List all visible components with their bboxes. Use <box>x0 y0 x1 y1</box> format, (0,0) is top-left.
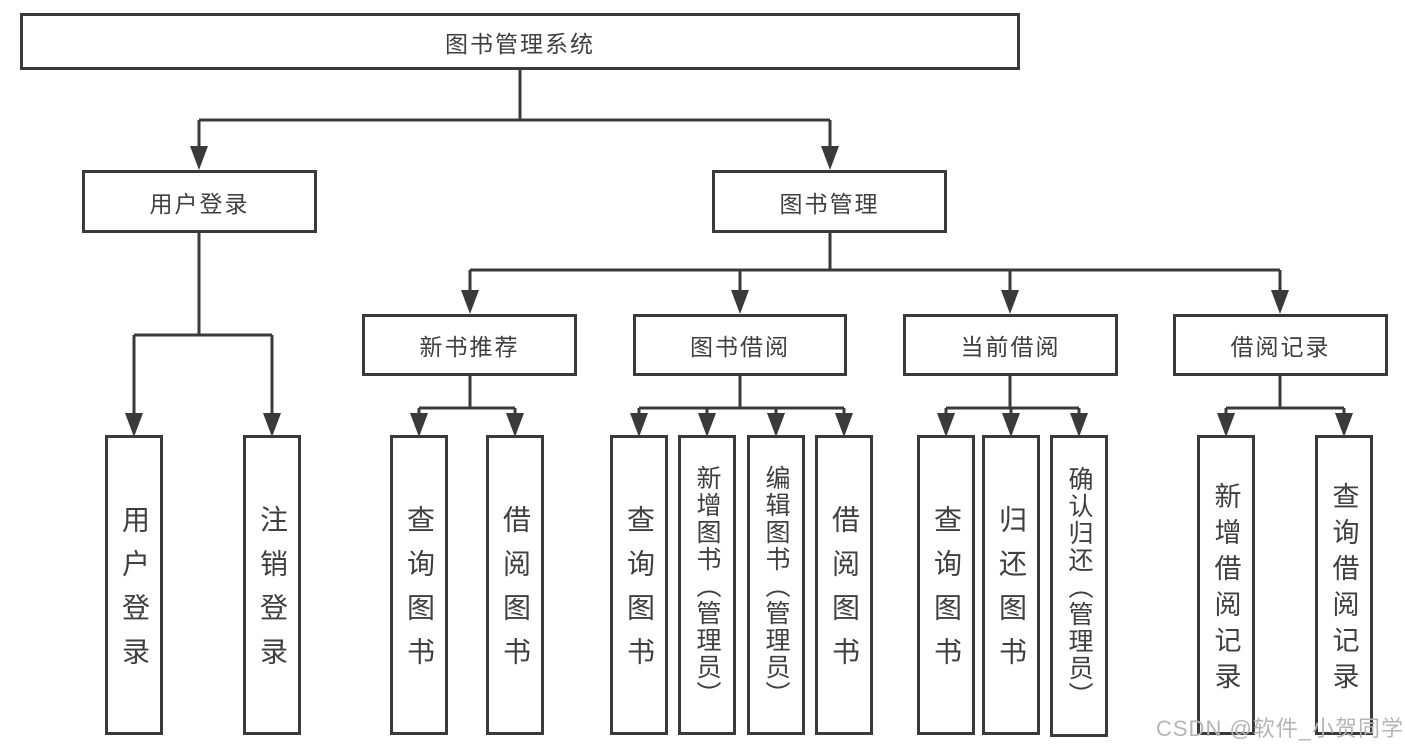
node-user-login-label: 用户登录 <box>149 190 250 217</box>
node-current-borrow: 当前借阅 <box>903 314 1118 376</box>
leaf-query-books-newbook-label: 查询图书 <box>404 505 435 681</box>
leaf-query-books-newbook: 查询图书 <box>390 435 448 735</box>
leaf-user-login: 用户登录 <box>105 435 163 735</box>
node-book-borrow: 图书借阅 <box>633 314 847 376</box>
connector-borrow-records-to-leaves <box>1217 376 1353 437</box>
leaf-edit-book-admin: 编辑图书（管理员） <box>747 435 805 735</box>
node-root-label: 图书管理系统 <box>445 30 595 57</box>
leaf-borrow-books-newbook-label: 借阅图书 <box>500 505 531 681</box>
leaf-add-book-admin: 新增图书（管理员） <box>678 435 736 735</box>
leaf-confirm-return-admin: 确认归还（管理员） <box>1050 435 1108 737</box>
leaf-borrow-books-label: 借阅图书 <box>829 505 860 681</box>
leaf-query-books-borrow-label: 查询图书 <box>624 505 655 681</box>
connector-user-login-to-leaves <box>125 233 281 437</box>
csdn-watermark: CSDN @软件_小贺同学 <box>1156 716 1405 741</box>
leaf-query-borrow-record-label: 查询借阅记录 <box>1328 481 1359 698</box>
connector-book-borrow-to-leaves <box>630 376 853 437</box>
connector-root-to-level2 <box>190 70 839 170</box>
leaf-query-books-current: 查询图书 <box>917 435 975 735</box>
leaf-add-book-admin-label: 新增图书（管理员） <box>693 464 721 708</box>
leaf-query-books-current-label: 查询图书 <box>931 505 962 681</box>
leaf-add-borrow-record: 新增借阅记录 <box>1197 435 1255 735</box>
connector-current-borrow-to-leaves <box>937 376 1088 437</box>
leaf-borrow-books-newbook: 借阅图书 <box>486 435 544 735</box>
leaf-confirm-return-admin-label: 确认归还（管理员） <box>1065 465 1093 709</box>
node-borrow-records-label: 借阅记录 <box>1230 334 1331 360</box>
leaf-user-login-label: 用户登录 <box>119 505 150 681</box>
connector-book-management-to-level3 <box>461 233 1289 314</box>
node-new-book-recommend: 新书推荐 <box>362 314 577 376</box>
leaf-logout-label: 注销登录 <box>257 505 288 681</box>
node-new-book-recommend-label: 新书推荐 <box>419 334 520 360</box>
leaf-return-book-label: 归还图书 <box>996 505 1027 681</box>
node-book-management: 图书管理 <box>712 170 947 233</box>
node-borrow-records: 借阅记录 <box>1173 314 1388 376</box>
leaf-query-books-borrow: 查询图书 <box>610 435 668 735</box>
node-book-management-label: 图书管理 <box>779 190 880 217</box>
leaf-edit-book-admin-label: 编辑图书（管理员） <box>762 464 790 708</box>
node-user-login: 用户登录 <box>82 170 317 233</box>
node-current-borrow-label: 当前借阅 <box>960 334 1061 360</box>
leaf-query-borrow-record: 查询借阅记录 <box>1315 435 1373 735</box>
leaf-borrow-books: 借阅图书 <box>815 435 873 735</box>
leaf-add-borrow-record-label: 新增借阅记录 <box>1210 481 1241 698</box>
node-book-borrow-label: 图书借阅 <box>690 334 790 360</box>
leaf-logout: 注销登录 <box>243 435 301 735</box>
leaf-return-book: 归还图书 <box>982 435 1040 735</box>
connector-new-book-to-leaves <box>410 376 524 437</box>
node-root: 图书管理系统 <box>20 13 1020 70</box>
